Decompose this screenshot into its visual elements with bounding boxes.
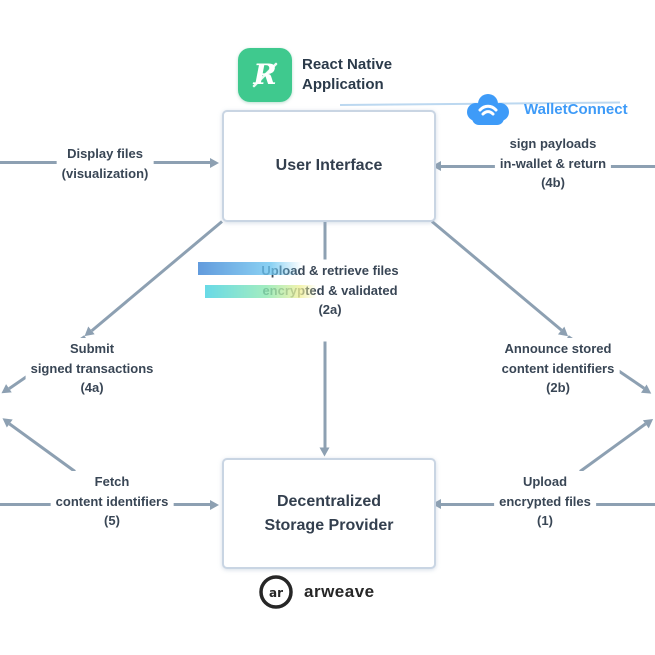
edge-label-upload-files: Upload encrypted files (1) bbox=[494, 471, 596, 532]
arrow-ui-to-dsp-lower-segment bbox=[320, 341, 330, 457]
arrow-shaft bbox=[323, 341, 327, 448]
label-line: Upload & retrieve files bbox=[261, 263, 399, 278]
label-step-number: (1) bbox=[537, 513, 553, 528]
dsp-label-line2: Storage Provider bbox=[264, 516, 394, 534]
edge-label-display-files: Display files (visualization) bbox=[56, 143, 154, 184]
edge-label-fetch-identifiers: Fetch content identifiers (5) bbox=[50, 471, 174, 532]
arrow-shaft bbox=[323, 219, 327, 260]
arrow-ui-diagonal-right bbox=[431, 220, 572, 340]
arrow-shaft bbox=[431, 220, 563, 332]
arrow-shaft bbox=[90, 220, 223, 332]
app-logo-line2: Application bbox=[302, 76, 384, 93]
arrow-shaft bbox=[8, 422, 76, 473]
edge-label-announce-identifiers: Announce stored content identifiers (2b) bbox=[496, 338, 620, 399]
label-line: Fetch bbox=[94, 474, 130, 489]
edge-label-sign-payloads: sign payloads in-wallet & return (4b) bbox=[494, 133, 612, 194]
app-r-logo-icon: R bbox=[238, 48, 292, 102]
label-line: encrypted files bbox=[499, 493, 591, 509]
label-line: content identifiers bbox=[501, 360, 615, 376]
arrowhead-right-icon bbox=[210, 157, 219, 168]
arrow-ui-to-dsp-upper-segment bbox=[323, 219, 327, 260]
arrow-shaft bbox=[579, 422, 647, 473]
label-step-number: (2a) bbox=[318, 302, 342, 317]
arrow-ui-diagonal-left bbox=[81, 220, 223, 341]
label-line: in-wallet & return bbox=[499, 155, 607, 171]
svg-text:ar: ar bbox=[269, 586, 283, 600]
edge-label-upload-retrieve: Upload & retrieve files encrypted & vali… bbox=[256, 260, 403, 321]
label-line: Upload bbox=[522, 474, 568, 489]
app-logo-line1: React Native bbox=[302, 55, 393, 73]
arrowhead-right-icon bbox=[210, 499, 219, 510]
label-step-number: (4a) bbox=[80, 380, 104, 395]
arweave-circle-icon: ar bbox=[259, 575, 293, 609]
arweave-wordmark: arweave bbox=[304, 582, 375, 601]
dsp-label-line1: Decentralized bbox=[276, 492, 382, 510]
app-logo-text: React Native Application bbox=[302, 55, 392, 96]
decentralized-storage-provider-box[interactable]: Decentralized Storage Provider bbox=[222, 458, 436, 569]
label-step-number: (2b) bbox=[546, 380, 570, 395]
label-line: signed transactions bbox=[30, 360, 154, 376]
walletconnect-wordmark: WalletConnect bbox=[524, 100, 628, 118]
arrowhead-down-icon bbox=[320, 447, 330, 457]
arrow-exit-right-edge-lower bbox=[579, 414, 655, 473]
app-logo[interactable]: R React Native Application bbox=[238, 48, 392, 102]
label-line: content identifiers bbox=[55, 493, 169, 509]
label-line: Display files bbox=[67, 146, 143, 161]
label-line: (visualization) bbox=[61, 165, 149, 181]
wallet-logo[interactable]: WalletConnect bbox=[462, 88, 628, 130]
user-interface-box[interactable]: User Interface bbox=[222, 110, 436, 222]
user-interface-label: User Interface bbox=[275, 157, 383, 174]
label-line: Announce stored bbox=[504, 341, 612, 356]
label-line: sign payloads bbox=[509, 136, 597, 151]
storage-logo[interactable]: ar arweave bbox=[258, 574, 375, 610]
label-step-number: (4b) bbox=[541, 175, 565, 190]
label-step-number: (5) bbox=[104, 513, 120, 528]
label-line: encrypted & validated bbox=[262, 282, 398, 298]
label-line: Submit bbox=[69, 341, 115, 356]
walletconnect-cloud-icon bbox=[467, 94, 509, 125]
arrow-exit-left-edge-lower bbox=[0, 414, 76, 473]
edge-label-submit-transactions: Submit signed transactions (4a) bbox=[25, 338, 159, 399]
